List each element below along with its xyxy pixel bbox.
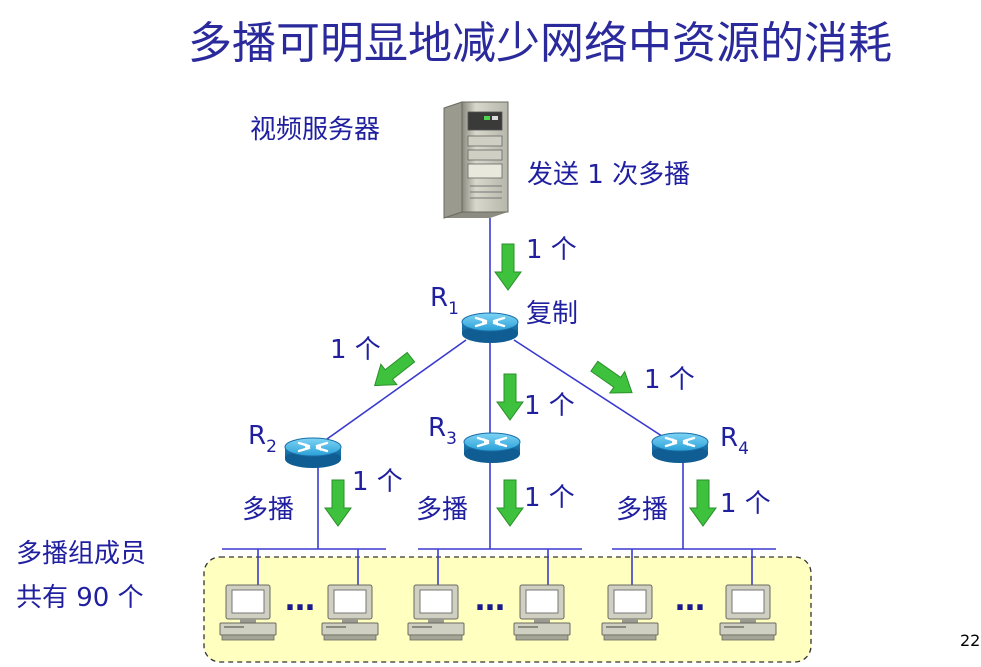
- arrow-r4-lan-icon: [689, 479, 717, 527]
- host-pc-icon: [601, 584, 659, 641]
- arrow-r1-r3-icon: [496, 373, 524, 421]
- count-label-r1-r3: 1 个: [524, 391, 575, 421]
- arrow-r2-lan-icon: [324, 479, 352, 527]
- router-r2-icon: [283, 436, 343, 470]
- link-r1-r2: [319, 339, 467, 445]
- page-number: 22: [960, 631, 980, 650]
- router-r1-copy-label: 复制: [526, 299, 578, 329]
- more-hosts-ellipsis: …: [475, 583, 505, 618]
- more-hosts-ellipsis: …: [285, 583, 315, 618]
- count-label-r2-lan: 1 个: [352, 467, 403, 497]
- host-pc-icon: [513, 584, 571, 641]
- server-label: 视频服务器: [250, 115, 380, 145]
- host-pc-icon: [219, 584, 277, 641]
- send-once-label: 发送 1 次多播: [527, 160, 690, 190]
- more-hosts-ellipsis: …: [675, 583, 705, 618]
- router-r3-icon: [462, 431, 522, 465]
- multicast-label-r2: 多播: [242, 495, 294, 525]
- router-r3-label: R3: [428, 413, 457, 449]
- multicast-label-r3: 多播: [416, 495, 468, 525]
- arrow-r1-r4-icon: [586, 355, 640, 404]
- network-links: [222, 218, 776, 585]
- count-label-r3-lan: 1 个: [524, 483, 575, 513]
- multicast-label-r4: 多播: [616, 495, 668, 525]
- router-r2-label: R2: [248, 421, 277, 457]
- count-label-r4-lan: 1 个: [720, 489, 771, 519]
- count-label-r1-r4: 1 个: [644, 365, 695, 395]
- router-r1-icon: [460, 311, 520, 345]
- count-label-r1-r2: 1 个: [330, 335, 381, 365]
- arrow-server-r1-icon: [494, 243, 522, 291]
- router-r4-icon: [650, 431, 710, 465]
- host-pc-icon: [407, 584, 465, 641]
- host-pc-icon: [321, 584, 379, 641]
- arrow-r3-lan-icon: [496, 479, 524, 527]
- count-label-server-r1: 1 个: [526, 235, 577, 265]
- router-r1-label: R1: [430, 283, 459, 319]
- server-icon: [443, 101, 509, 219]
- link-r1-r4: [513, 339, 669, 441]
- group-members-label-line2: 共有 90 个: [16, 583, 144, 613]
- group-members-label-line1: 多播组成员: [16, 539, 146, 569]
- page-title: 多播可明显地减少网络中资源的消耗: [188, 18, 892, 69]
- host-pc-icon: [719, 584, 777, 641]
- router-r4-label: R4: [720, 423, 749, 459]
